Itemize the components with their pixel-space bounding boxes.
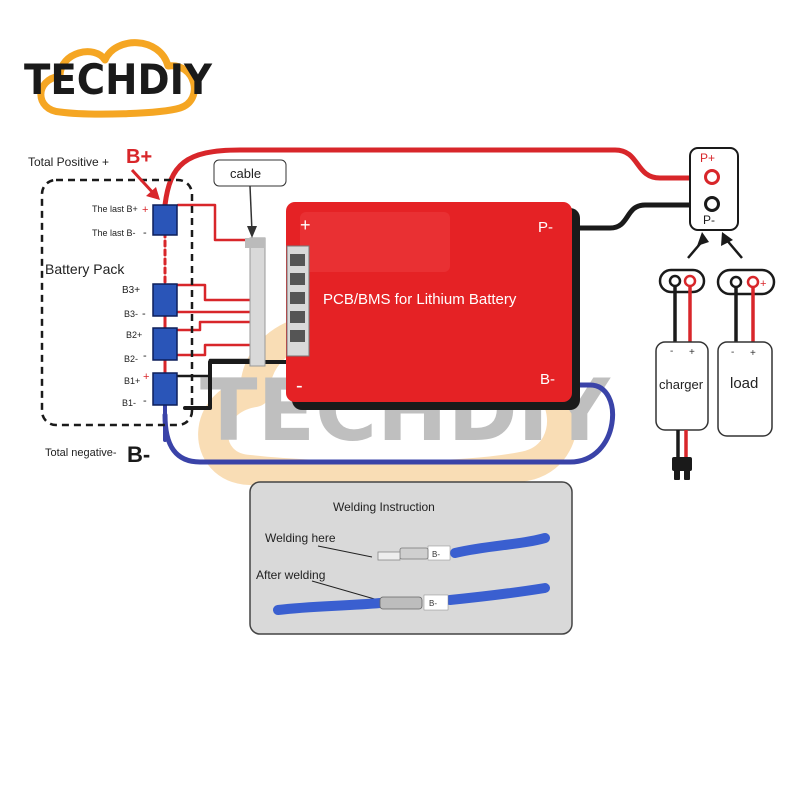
b-minus-blue-wire [162,382,615,465]
bms-highlight [300,212,450,272]
terminal-box [689,147,739,231]
sign-last-b-plus: + [142,204,148,216]
total-positive-label: Total Positive + [28,155,109,169]
cell-last [152,204,178,236]
total-positive-symbol: B+ [126,146,152,168]
welding-here-pointer [317,545,373,558]
charger-minus-sign: - [670,346,673,357]
load-label: load [730,375,758,392]
cell-b1 [152,372,178,406]
terminal-p-minus-label: P- [703,213,715,227]
welding-here-label: Welding here [265,531,336,545]
label-last-b-plus: The last B+ [92,204,138,214]
label-b3-plus: B3+ [122,285,140,296]
total-positive-arrow-icon [130,168,157,197]
bms-board: + - P- B- PCB/BMS for Lithium Battery [286,202,580,410]
output-terminal: P+ P- [687,147,743,259]
welding-title: Welding Instruction [333,500,435,514]
load-body [717,341,773,437]
bms-b-minus-label: B- [540,371,555,388]
charger-body [655,341,709,431]
charger-plug [658,268,706,294]
cable-connector [249,237,266,367]
welding-joint [379,596,423,610]
welding-cable-bottom-left [273,598,385,615]
charger-plug-pin-red [683,274,697,288]
label-b2-plus: B2+ [126,330,142,340]
bms-pin-3 [290,292,305,304]
terminal-p-plus-post [704,169,720,185]
cable-label: cable [230,166,261,181]
bms-body [286,202,572,402]
battery-pack: Battery Pack The last B+ + The last B- -… [28,146,194,467]
label-b1-minus: B1- [122,398,136,408]
label-b2-minus: B2- [124,354,138,364]
sign-last-b-minus: - [143,227,147,239]
label-last-b-minus: The last B- [92,228,136,238]
welding-instruction-panel: Welding Instruction Welding here After w… [249,481,573,635]
total-positive-arrow-head [146,187,160,200]
cable-connector-cap [245,238,265,248]
welding-tag-bottom-text: B- [429,599,437,608]
balance-wire-b3-plus [176,283,252,302]
label-b3-minus: B3- [124,309,138,319]
load-plug-pin-black [729,275,743,289]
sign-b3-minus: - [142,308,146,320]
battery-pack-border [40,178,194,427]
total-negative-label: Total negative- [45,447,117,459]
welding-tag-bottom [423,594,449,611]
balance-wire-b2-plus [176,320,252,332]
cable-pointer-head [247,226,257,238]
label-b1-plus: B1+ [124,376,140,386]
bms-minus-label: - [296,375,303,397]
balance-wire-b2-minus [176,343,252,357]
brand-logo: TECHDIY [24,39,213,118]
charger-label: charger [659,377,704,392]
balance-wire-last-b-plus [176,203,252,242]
bms-pin-4 [290,311,305,323]
logo-text: TECHDIY [24,55,213,104]
welding-tab-top [377,551,401,561]
cell-b2 [152,327,178,361]
load-minus-sign: - [731,347,734,358]
after-welding-pointer [311,580,379,601]
welding-tag-top-text: B- [432,550,440,559]
load: + - + load [716,268,776,437]
total-negative-symbol: B- [127,442,150,467]
sign-b1-minus: - [143,395,147,407]
bms-pin-2 [290,273,305,285]
load-plug [716,268,776,296]
arrow-to-charger-head [697,232,709,246]
balance-cable: cable [213,159,287,367]
after-welding-label: After welding [256,568,325,582]
load-plug-plus-sign: + [760,278,766,290]
battery-pack-title: Battery Pack [45,261,125,277]
charger-plug-connector-icon [672,457,692,480]
cable-pointer-icon [249,185,253,233]
welding-cable-top [450,533,550,558]
b-plus-main-wire [162,147,713,208]
arrow-to-load-head [721,232,733,246]
logo-cloud-icon [37,39,198,118]
p-minus-wire [567,202,713,231]
terminal-p-minus-post [704,196,720,212]
charger-plug-pin-black [668,274,682,288]
load-plug-pin-red [746,275,760,289]
charger: - + charger [655,268,709,480]
bms-title: PCB/BMS for Lithium Battery [323,291,517,308]
bms-pin-1 [290,254,305,266]
sign-b1-plus: + [143,371,149,383]
bms-p-minus-label: P- [538,219,553,236]
cell-b3 [152,283,178,317]
terminal-p-plus-label: P+ [700,151,715,165]
bms-plus-label: + [300,215,311,235]
welding-terminal-top [399,547,429,560]
welding-cable-bottom-right [445,583,550,605]
sign-b2-minus: - [143,350,147,362]
bms-pin-5 [290,330,305,342]
charger-plus-sign: + [689,347,695,358]
load-plus-sign: + [750,348,756,359]
